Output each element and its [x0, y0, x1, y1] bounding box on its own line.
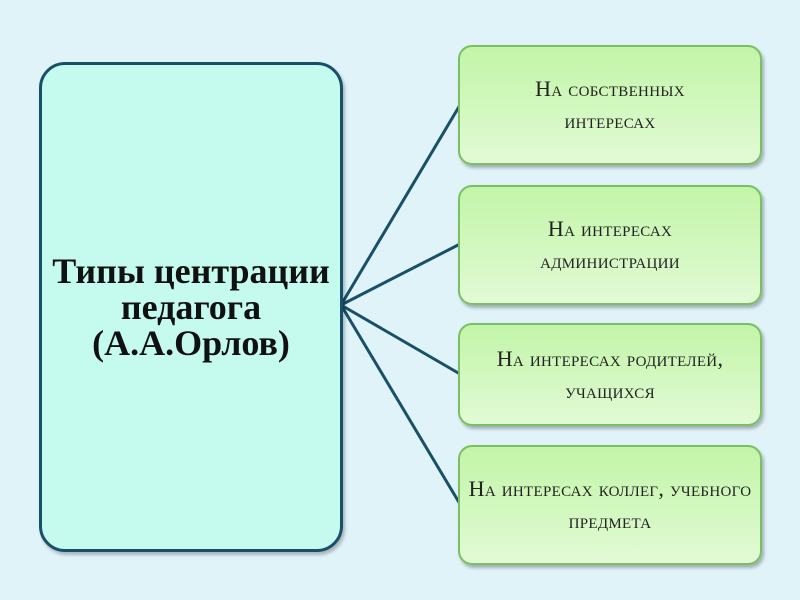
branch-node-label: На интересах администрации [540, 216, 680, 273]
connector-3 [339, 303, 462, 376]
connector-1 [339, 103, 462, 307]
connector-4 [339, 303, 462, 506]
branch-node-label: На собственных интересах [535, 76, 685, 133]
connector-2 [339, 242, 462, 307]
branch-node-administration: На интересах администрации [458, 185, 762, 305]
root-node-label: Типы центрации педагога (А.А.Орлов) [52, 251, 330, 363]
branch-node-label: На интересах коллег, учебного предмета [468, 476, 752, 533]
branch-node-parents-students: На интересах родителей, учащихся [458, 323, 762, 426]
branch-node-label: На интересах родителей, учащихся [496, 345, 724, 403]
branch-node-colleagues-subject: На интересах коллег, учебного предмета [458, 445, 762, 565]
branch-node-own-interests: На собственных интересах [458, 45, 762, 165]
root-node: Типы центрации педагога (А.А.Орлов) [39, 62, 343, 552]
